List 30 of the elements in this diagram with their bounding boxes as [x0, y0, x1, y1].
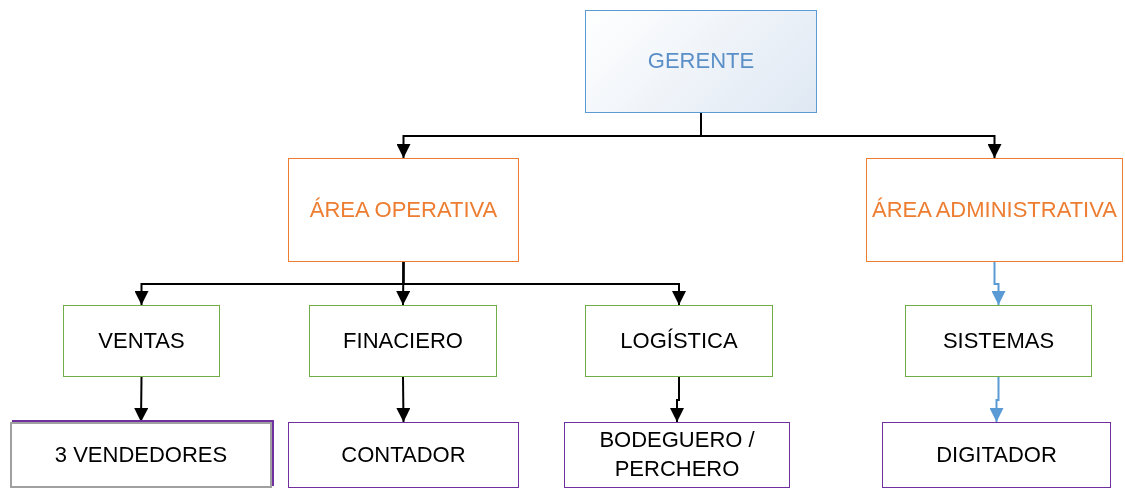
- role-label: VENTAS: [98, 326, 185, 355]
- role-label: LOGÍSTICA: [620, 326, 738, 355]
- arrow: [989, 376, 1004, 423]
- role-label: ÁREA ADMINISTRATIVA: [872, 195, 1117, 224]
- arrow: [402, 261, 686, 306]
- org-box: [585, 305, 773, 377]
- arrow: [700, 112, 1002, 159]
- role-label: FINACIERO: [343, 326, 463, 355]
- role-label: DIGITADOR: [936, 440, 1057, 469]
- arrow: [396, 261, 411, 306]
- role-label: SISTEMAS: [942, 326, 1055, 355]
- org-box: [585, 10, 817, 113]
- org-box: [10, 422, 272, 488]
- role-label: CONTADOR: [341, 440, 466, 469]
- org-box: [564, 422, 790, 488]
- org-box: [288, 158, 519, 262]
- role-label: BODEGUERO / PERCHERO: [598, 426, 756, 483]
- role-label: ÁREA OPERATIVA: [309, 195, 498, 224]
- role-label: 3 VENDEDORES: [54, 440, 228, 469]
- arrow: [134, 376, 149, 423]
- org-box: [288, 422, 519, 488]
- role-label: GERENTE: [647, 47, 755, 76]
- org-box: [866, 158, 1123, 262]
- arrow: [396, 376, 411, 423]
- org-box: [882, 422, 1111, 488]
- arrow: [991, 261, 1006, 306]
- org-box: [309, 305, 497, 377]
- org-box: [905, 305, 1092, 377]
- arrow: [670, 376, 684, 423]
- org-box: [63, 305, 220, 377]
